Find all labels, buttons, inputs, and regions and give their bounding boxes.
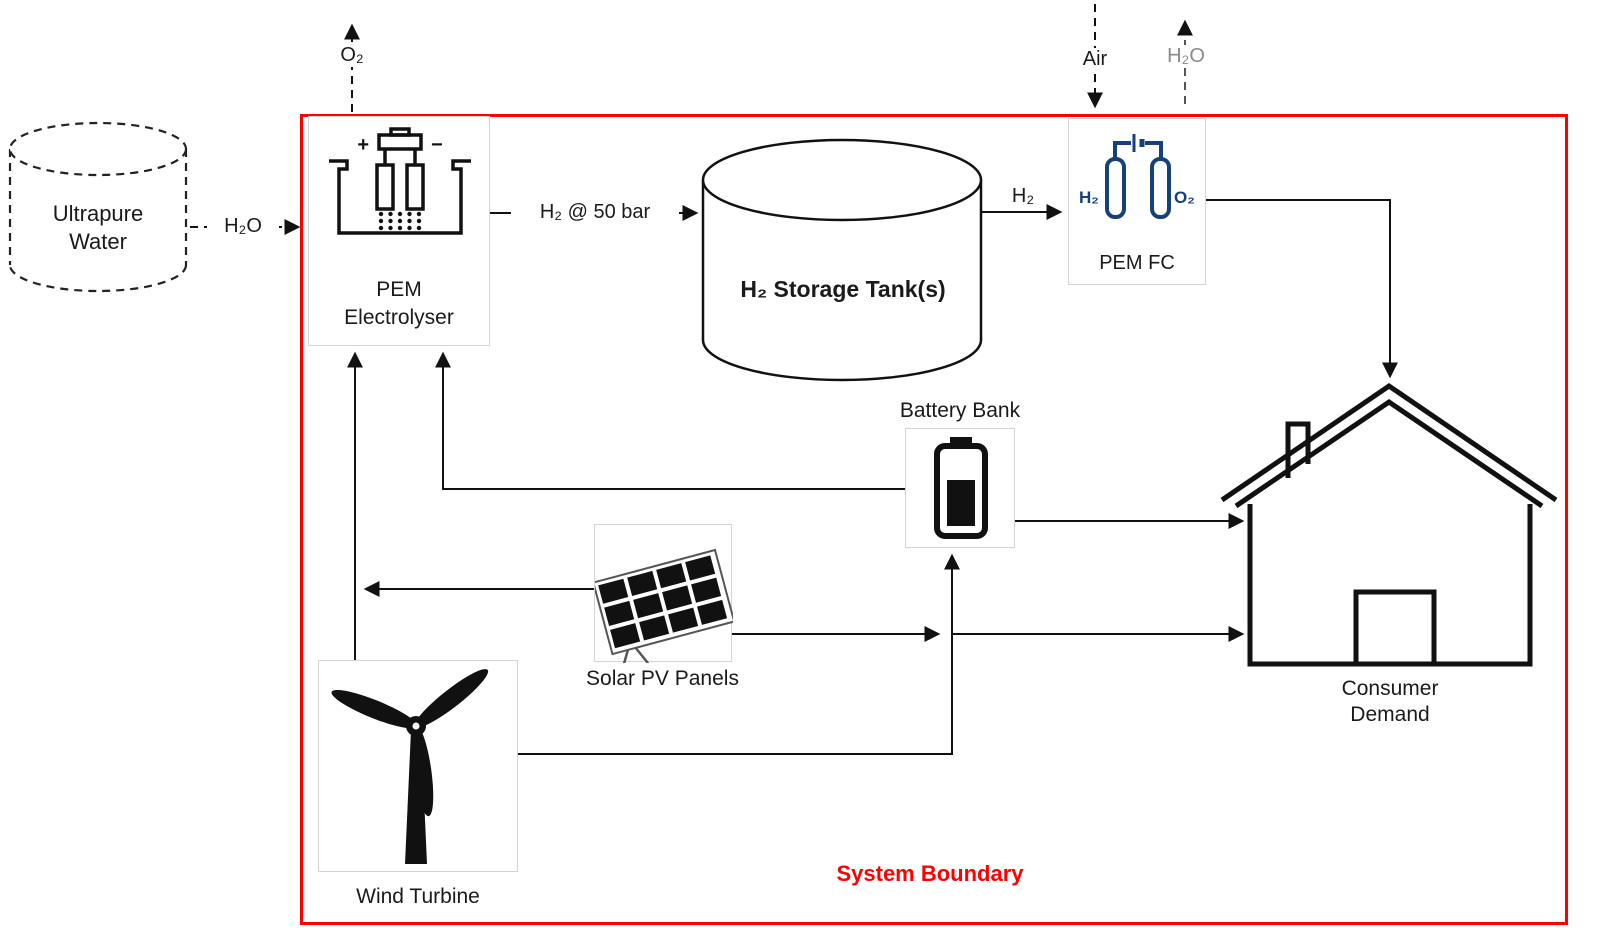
ultrapure-water-tank-icon — [8, 121, 188, 293]
fuel-cell-icon: H₂ O₂ — [1079, 134, 1195, 219]
flow-wind-to-battery-line — [518, 553, 960, 755]
solar-panel-icon — [595, 548, 733, 663]
fuel-cell-o2-label: O₂ — [1174, 188, 1195, 207]
wind-turbine-node — [318, 660, 518, 872]
battery-icon — [934, 437, 988, 539]
wind-turbine-icon — [331, 669, 489, 864]
flow-air-in-label: Air — [1066, 48, 1124, 71]
system-boundary-box — [300, 114, 1568, 925]
flow-battery-to-electrolyser-line — [435, 351, 905, 490]
consumer-demand-label: Consumer Demand — [1341, 677, 1439, 727]
house-icon — [1220, 382, 1558, 667]
electrolyser-icon: + − — [329, 127, 471, 235]
battery-bank-label: Battery Bank — [899, 399, 1021, 422]
h2-storage-tank-icon — [701, 138, 983, 382]
flow-h2o-out-label: H₂O — [1157, 45, 1215, 68]
system-boundary-label: System Boundary — [836, 861, 1024, 886]
battery-bank-node — [905, 428, 1015, 548]
flow-h2-50bar-label: H₂ @ 50 bar — [511, 201, 679, 224]
wind-turbine-label: Wind Turbine — [356, 885, 480, 908]
ultrapure-water-label: Ultrapure Water — [52, 201, 144, 254]
solar-pv-label: Solar PV Panels — [586, 667, 739, 690]
electrolyser-label: PEM Electrolyser — [344, 278, 454, 329]
pem-fc-node: H₂ O₂ PEM FC — [1068, 118, 1206, 285]
pem-fc-label: PEM FC — [1099, 252, 1175, 274]
electrolyser-minus-terminal: − — [431, 134, 443, 156]
electrolyser-node: + − PEM Electrolyser — [308, 116, 490, 346]
flow-o2-out-label: O₂ — [326, 44, 378, 67]
solar-pv-node — [594, 524, 733, 663]
h2-storage-tank-label: H₂ Storage Tank(s) — [740, 276, 946, 302]
flow-h2-to-fc-label: H₂ — [1011, 185, 1035, 207]
electrolyser-plus-terminal: + — [357, 134, 369, 156]
fuel-cell-h2-label: H₂ — [1079, 188, 1099, 207]
flow-fc-to-house-line — [1206, 199, 1398, 379]
flow-h2o-in-label: H₂O — [207, 215, 279, 238]
